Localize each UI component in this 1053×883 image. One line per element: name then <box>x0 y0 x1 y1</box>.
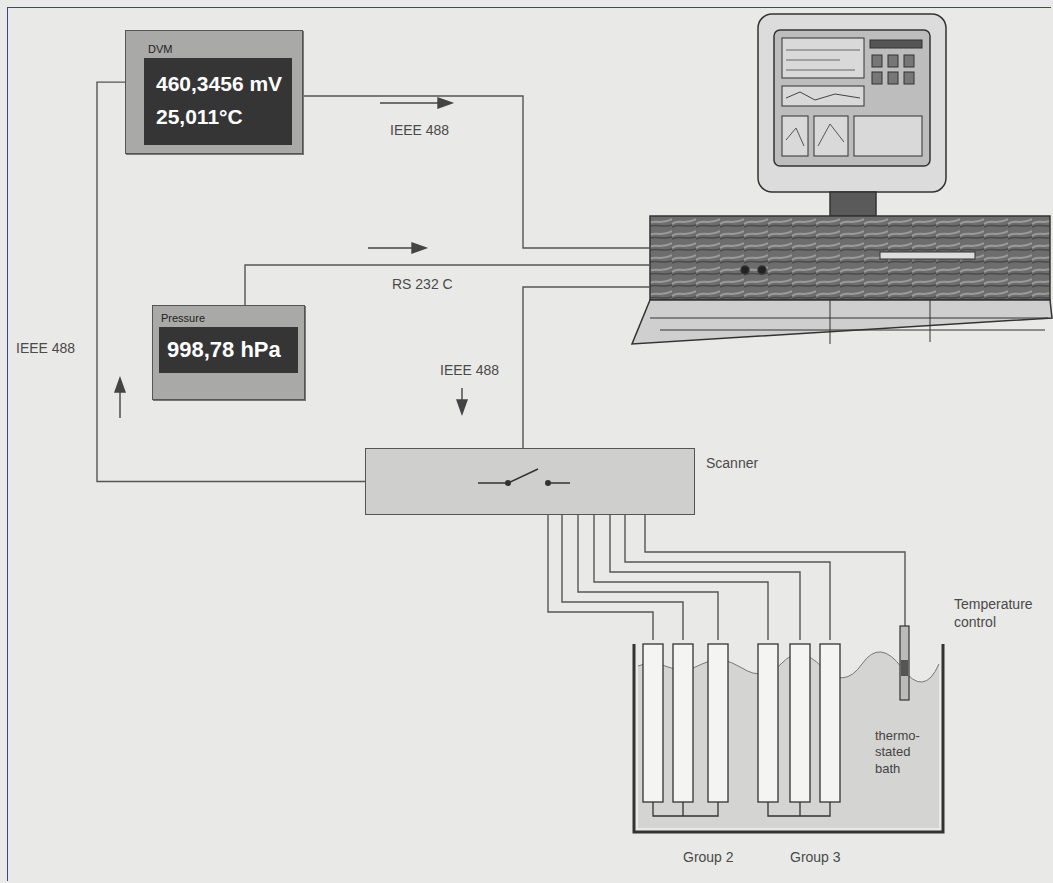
edge-label: IEEE 488 <box>14 340 77 358</box>
measuring-cell <box>790 644 810 802</box>
instrument-name: DVM <box>144 43 292 58</box>
drawing-rect <box>774 30 930 166</box>
drawing-rect <box>830 192 876 216</box>
drawing-rect <box>854 116 922 156</box>
measuring-cell <box>673 644 693 802</box>
signal-wire <box>645 515 905 640</box>
annotation-label: IEEE 488 <box>390 122 449 140</box>
node-box: Pressure 998,78 hPa <box>152 305 305 400</box>
probe-element <box>901 660 908 676</box>
drawing-path <box>786 92 860 100</box>
drawing-rect <box>872 72 882 84</box>
drawing-path <box>632 300 1052 344</box>
drawing-rect <box>870 40 922 48</box>
drawing-rect <box>872 55 882 67</box>
drawing-rect <box>904 55 914 67</box>
signal-wire <box>548 515 653 640</box>
drawing-circle <box>758 266 766 274</box>
annotation-label: Group 2 <box>683 849 734 867</box>
drawing-path <box>380 102 440 103</box>
drawing-path <box>650 300 1048 344</box>
signal-wire <box>562 515 683 640</box>
annotation-label: Temperature control <box>954 596 1044 631</box>
group-link <box>653 802 718 816</box>
drawing-path <box>368 247 414 248</box>
drawing-path <box>786 124 844 146</box>
drawing-rect <box>904 72 914 84</box>
drawing-rect <box>782 116 808 156</box>
measuring-cell <box>758 644 778 802</box>
computer-illustration <box>632 14 1052 344</box>
drawing-rect <box>888 55 898 67</box>
signal-wire <box>594 515 768 640</box>
drawing-rect <box>782 86 864 106</box>
scanner-label: Scanner <box>706 455 758 471</box>
pressure-display: 998,78 hPa <box>159 327 298 373</box>
node-box: thermo-stated bath <box>632 640 945 835</box>
measuring-cell <box>708 644 728 802</box>
drawing-path <box>412 243 426 253</box>
annotation-label: IEEE 488 <box>440 362 499 380</box>
switch-lead <box>478 482 508 484</box>
switch-symbol <box>366 449 694 514</box>
pressure-reading: 998,78 hPa <box>167 337 290 363</box>
measuring-cell <box>820 644 840 802</box>
switch-lead <box>548 482 570 484</box>
node-box: DVM460,3456 mV25,011°C <box>125 30 303 154</box>
drawing-path <box>245 265 650 305</box>
drawing-rect <box>888 72 898 84</box>
instrument-name: Pressure <box>159 312 298 327</box>
group-link <box>768 802 830 816</box>
temperature-probe <box>900 626 909 700</box>
drawing-path <box>438 98 452 108</box>
drawing-rect <box>814 116 848 156</box>
drawing-path <box>300 96 650 248</box>
voltage-reading: 460,3456 mV <box>156 68 282 101</box>
bath-vessel <box>634 644 943 832</box>
dvm-display: 460,3456 mV25,011°C <box>144 58 292 145</box>
drawing-circle <box>741 266 749 274</box>
annotation-label: Group 3 <box>790 849 841 867</box>
signal-wire <box>625 515 830 640</box>
drawing-rect <box>880 252 975 259</box>
signal-wire <box>610 515 800 640</box>
switch-blade <box>508 469 538 483</box>
bath-label: thermo-stated bath <box>875 728 933 777</box>
data-cables <box>245 96 650 448</box>
drawing-rect <box>650 216 1050 300</box>
temperature-reading: 25,011°C <box>156 101 282 134</box>
drawing-path <box>119 392 120 418</box>
signal-wire <box>578 515 718 640</box>
drawing-path <box>115 378 125 392</box>
drawing-rect <box>758 14 946 192</box>
drawing-path <box>523 287 650 448</box>
annotation-label: RS 232 C <box>392 276 453 294</box>
switch-contact <box>505 480 511 486</box>
drawing-path <box>786 50 860 70</box>
node-box: Scanner <box>365 448 695 515</box>
measuring-cell <box>643 644 663 802</box>
drawing-path <box>457 400 467 414</box>
drawing-rect <box>782 38 864 78</box>
